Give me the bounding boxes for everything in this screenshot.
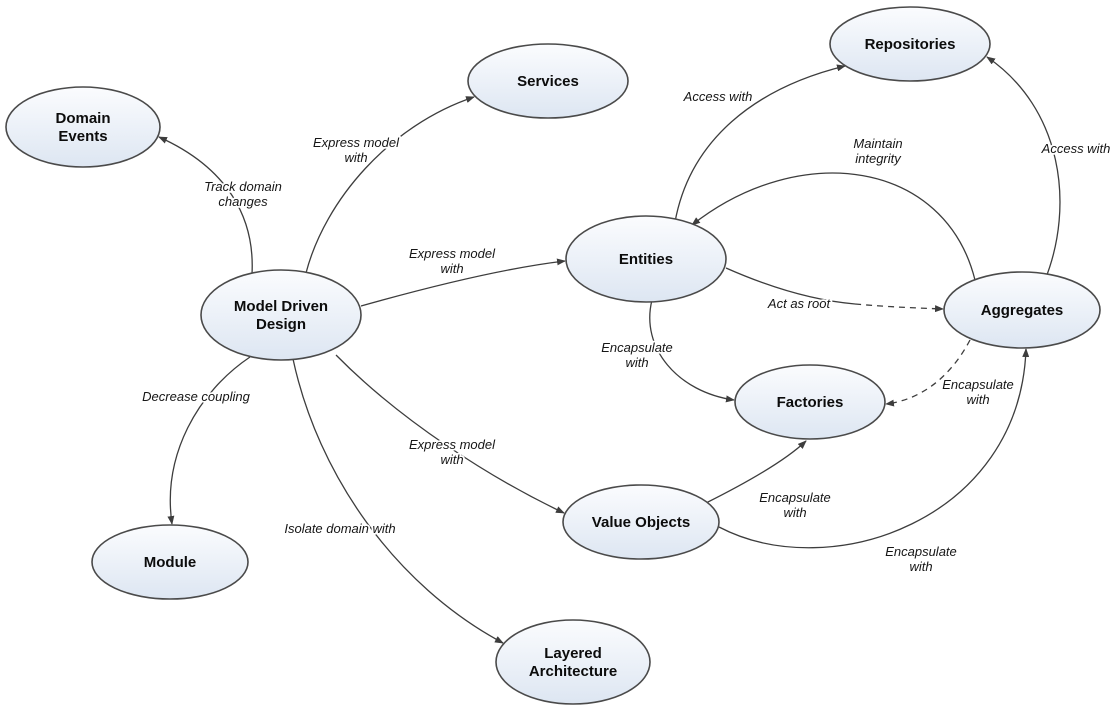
edge-encapsulate-aggregates-factories	[885, 339, 971, 407]
node-label-module: Module	[144, 554, 197, 571]
edge-maintain-integrity	[691, 172, 976, 281]
node-shape-services	[467, 43, 629, 119]
edge-label-access-with-entities-repositories: Access with	[683, 89, 753, 104]
node-label-value-objects: Value Objects	[592, 514, 690, 531]
node-services: Services	[467, 43, 629, 119]
edge-isolate-domain-with	[292, 358, 504, 644]
node-shape-repositories	[829, 6, 991, 82]
node-shape-factories	[734, 364, 886, 440]
node-shape-aggregates	[943, 271, 1101, 349]
edge-express-model-entities	[360, 258, 566, 307]
node-shape-value-objects	[562, 484, 720, 560]
edge-access-with-aggregates-repositories	[986, 56, 1061, 281]
node-factories: Factories	[734, 364, 886, 440]
edge-express-model-value-objects	[335, 354, 565, 514]
node-shape-module	[91, 524, 249, 600]
node-shape-entities	[565, 215, 727, 303]
node-label-factories: Factories	[777, 394, 844, 411]
node-label-repositories: Repositories	[865, 36, 956, 53]
node-label-aggregates: Aggregates	[981, 302, 1064, 319]
edge-act-as-root	[725, 267, 856, 305]
node-entities: Entities	[565, 215, 727, 303]
node-aggregates: Aggregates	[943, 271, 1101, 349]
edge-label-decrease-coupling: Decrease coupling	[142, 389, 250, 404]
node-shape-domain-events	[5, 86, 161, 168]
edges-layer	[158, 56, 1061, 644]
node-repositories: Repositories	[829, 6, 991, 82]
edge-label-isolate-domain-with: Isolate domain with	[284, 521, 395, 536]
edge-label-access-with-aggregates-repositories: Access with	[1041, 141, 1111, 156]
edge-track-domain-changes	[158, 136, 253, 275]
edge-decrease-coupling	[167, 356, 251, 525]
node-value-objects: Value Objects	[562, 484, 720, 560]
edge-encapsulate-value-objects-factories	[705, 440, 807, 504]
node-label-services: Services	[517, 73, 579, 90]
edge-act-as-root	[854, 303, 944, 313]
edge-encapsulate-entities-factories	[649, 299, 735, 403]
edge-label-act-as-root: Act as root	[767, 296, 832, 311]
edge-express-model-services	[305, 96, 475, 274]
node-shape-layered-architecture	[495, 619, 651, 705]
edge-access-with-entities-repositories	[674, 64, 846, 223]
node-shape-model-driven-design	[200, 269, 362, 361]
edge-encapsulate-value-objects-aggregates	[718, 348, 1030, 549]
node-module: Module	[91, 524, 249, 600]
node-label-entities: Entities	[619, 251, 673, 268]
